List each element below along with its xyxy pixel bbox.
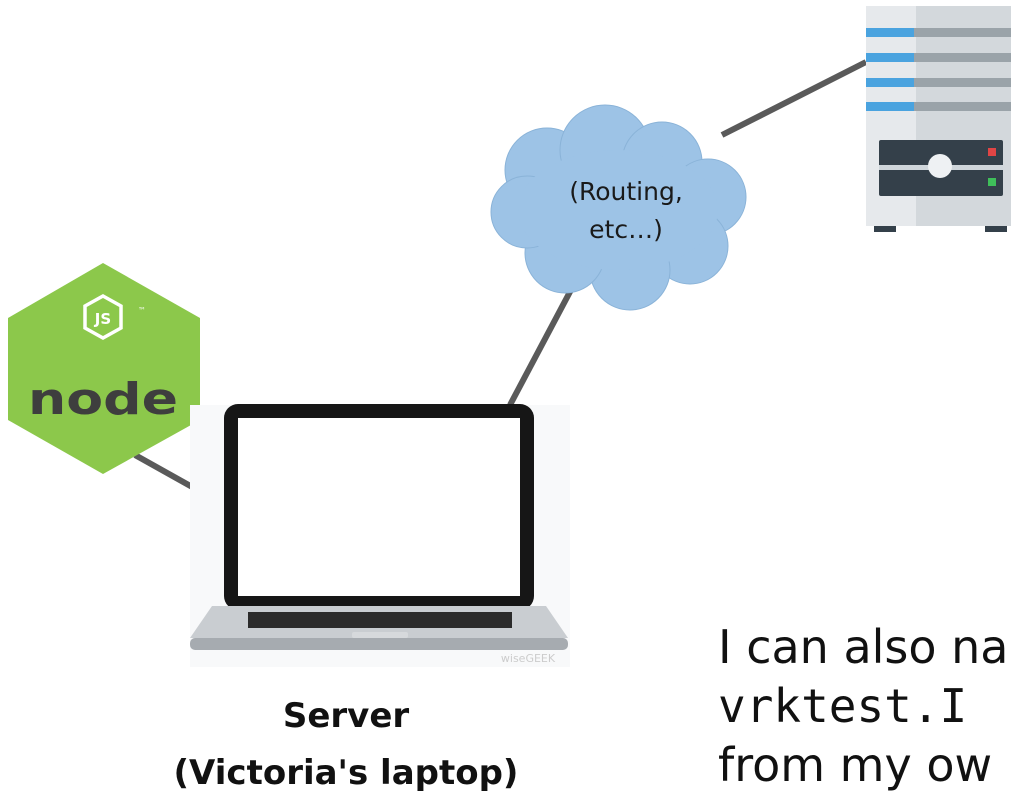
nodejs-logo-wordmark: node	[28, 374, 178, 425]
nodejs-logo-tm: ™	[138, 306, 146, 315]
laptop-icon: wiseGEEK	[190, 404, 570, 667]
nodejs-logo: JS ™ node	[8, 263, 200, 474]
connector-cloud-laptop	[507, 286, 575, 407]
server-label-subtitle: (Victoria's laptop)	[174, 753, 519, 793]
laptop-watermark: wiseGEEK	[501, 652, 556, 665]
remote-server-icon	[866, 6, 1011, 232]
note-line3: from my ow	[718, 738, 992, 792]
server-label-title: Server	[283, 696, 410, 736]
note-line2-hostname: vrktest.I	[718, 679, 967, 733]
note-line1: I can also na	[718, 620, 1009, 674]
cloud-label-line2: etc…)	[589, 215, 663, 244]
connector-server-cloud	[720, 59, 868, 138]
network-cloud: (Routing, etc…)	[490, 104, 747, 311]
nodejs-logo-js: JS	[94, 310, 111, 328]
cloud-label-line1: (Routing,	[569, 177, 683, 206]
